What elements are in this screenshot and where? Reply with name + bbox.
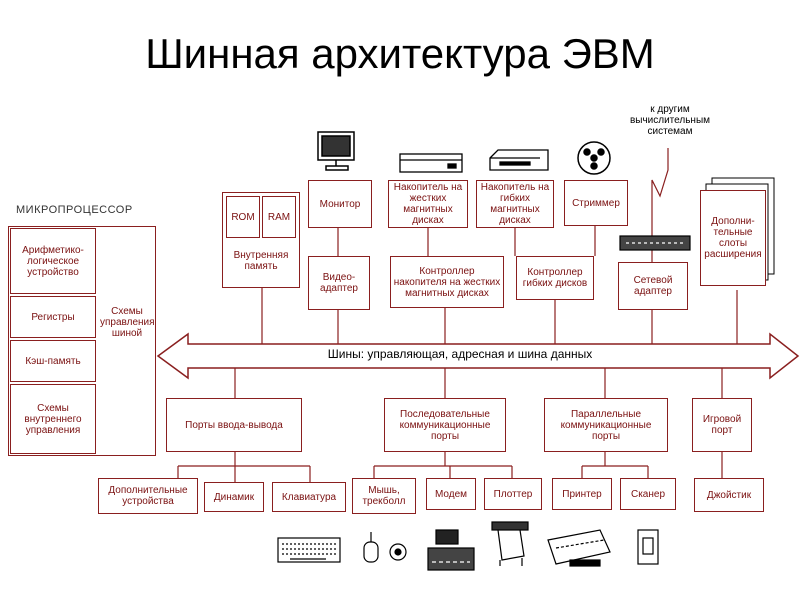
registers-block: Регистры bbox=[10, 296, 96, 338]
network-adapter-box: Сетевой адаптер bbox=[618, 262, 688, 310]
speaker-box: Динамик bbox=[204, 482, 264, 512]
joystick-icon bbox=[637, 529, 659, 565]
monitor-icon bbox=[317, 131, 355, 171]
internal-memory-label: Внутренняя память bbox=[233, 250, 289, 272]
modem-box: Модем bbox=[426, 478, 476, 510]
floppy-drive-icon bbox=[489, 149, 549, 171]
printer-icon bbox=[547, 529, 611, 567]
io-ports-box: Порты ввода-вывода bbox=[166, 398, 302, 452]
parallel-ports-box: Параллельные коммуникационные порты bbox=[544, 398, 668, 452]
rom-block: ROM bbox=[226, 196, 260, 238]
network-note: к другим вычислительным системам bbox=[629, 104, 711, 137]
serial-ports-box: Последовательные коммуникационные порты bbox=[384, 398, 506, 452]
fdd-controller-box: Контроллер гибких дисков bbox=[516, 256, 594, 300]
extra-devices-box: Дополнительные устройства bbox=[98, 478, 198, 514]
system-bus-arrow bbox=[156, 332, 800, 380]
mouse-box: Мышь, трекболл bbox=[352, 478, 416, 514]
alu-block: Арифметико-логическое устройство bbox=[10, 228, 96, 294]
mouse-icon bbox=[363, 532, 407, 563]
plotter-icon bbox=[491, 521, 529, 566]
joystick-box: Джойстик bbox=[694, 478, 764, 512]
monitor-box: Монитор bbox=[308, 180, 372, 228]
keyboard-box: Клавиатура bbox=[272, 482, 346, 512]
ram-block: RAM bbox=[262, 196, 296, 238]
game-port-box: Игровой порт bbox=[692, 398, 752, 452]
page-title: Шинная архитектура ЭВМ bbox=[145, 30, 655, 77]
connector-lines bbox=[177, 148, 738, 482]
hdd-controller-box: Контроллер накопителя на жестких магнитн… bbox=[390, 256, 504, 308]
scanner-box: Сканер bbox=[620, 478, 676, 510]
video-adapter-box: Видео-адаптер bbox=[308, 256, 370, 310]
keyboard-icon bbox=[277, 537, 341, 563]
plotter-box: Плоттер bbox=[484, 478, 542, 510]
printer-box: Принтер bbox=[552, 478, 612, 510]
tape-reel-icon bbox=[577, 141, 611, 175]
bus-control-label: Схемы управления шиной bbox=[100, 306, 155, 339]
internal-control-block: Схемы внутреннего управления bbox=[10, 384, 96, 454]
expansion-slots-box: Дополни-тельные слоты расширения bbox=[700, 190, 766, 286]
streamer-box: Стриммер bbox=[564, 180, 628, 226]
hdd-icon bbox=[399, 153, 463, 173]
modem-phone-icon bbox=[427, 529, 475, 571]
cache-block: Кэш-память bbox=[10, 340, 96, 382]
microprocessor-label: МИКРОПРОЦЕССОР bbox=[16, 204, 133, 216]
fdd-box: Накопитель на гибких магнитных дисках bbox=[476, 180, 554, 228]
hdd-box: Накопитель на жестких магнитных дисках bbox=[388, 180, 468, 228]
system-bus-label: Шины: управляющая, адресная и шина данны… bbox=[327, 347, 593, 361]
network-hub-icon bbox=[619, 235, 691, 251]
